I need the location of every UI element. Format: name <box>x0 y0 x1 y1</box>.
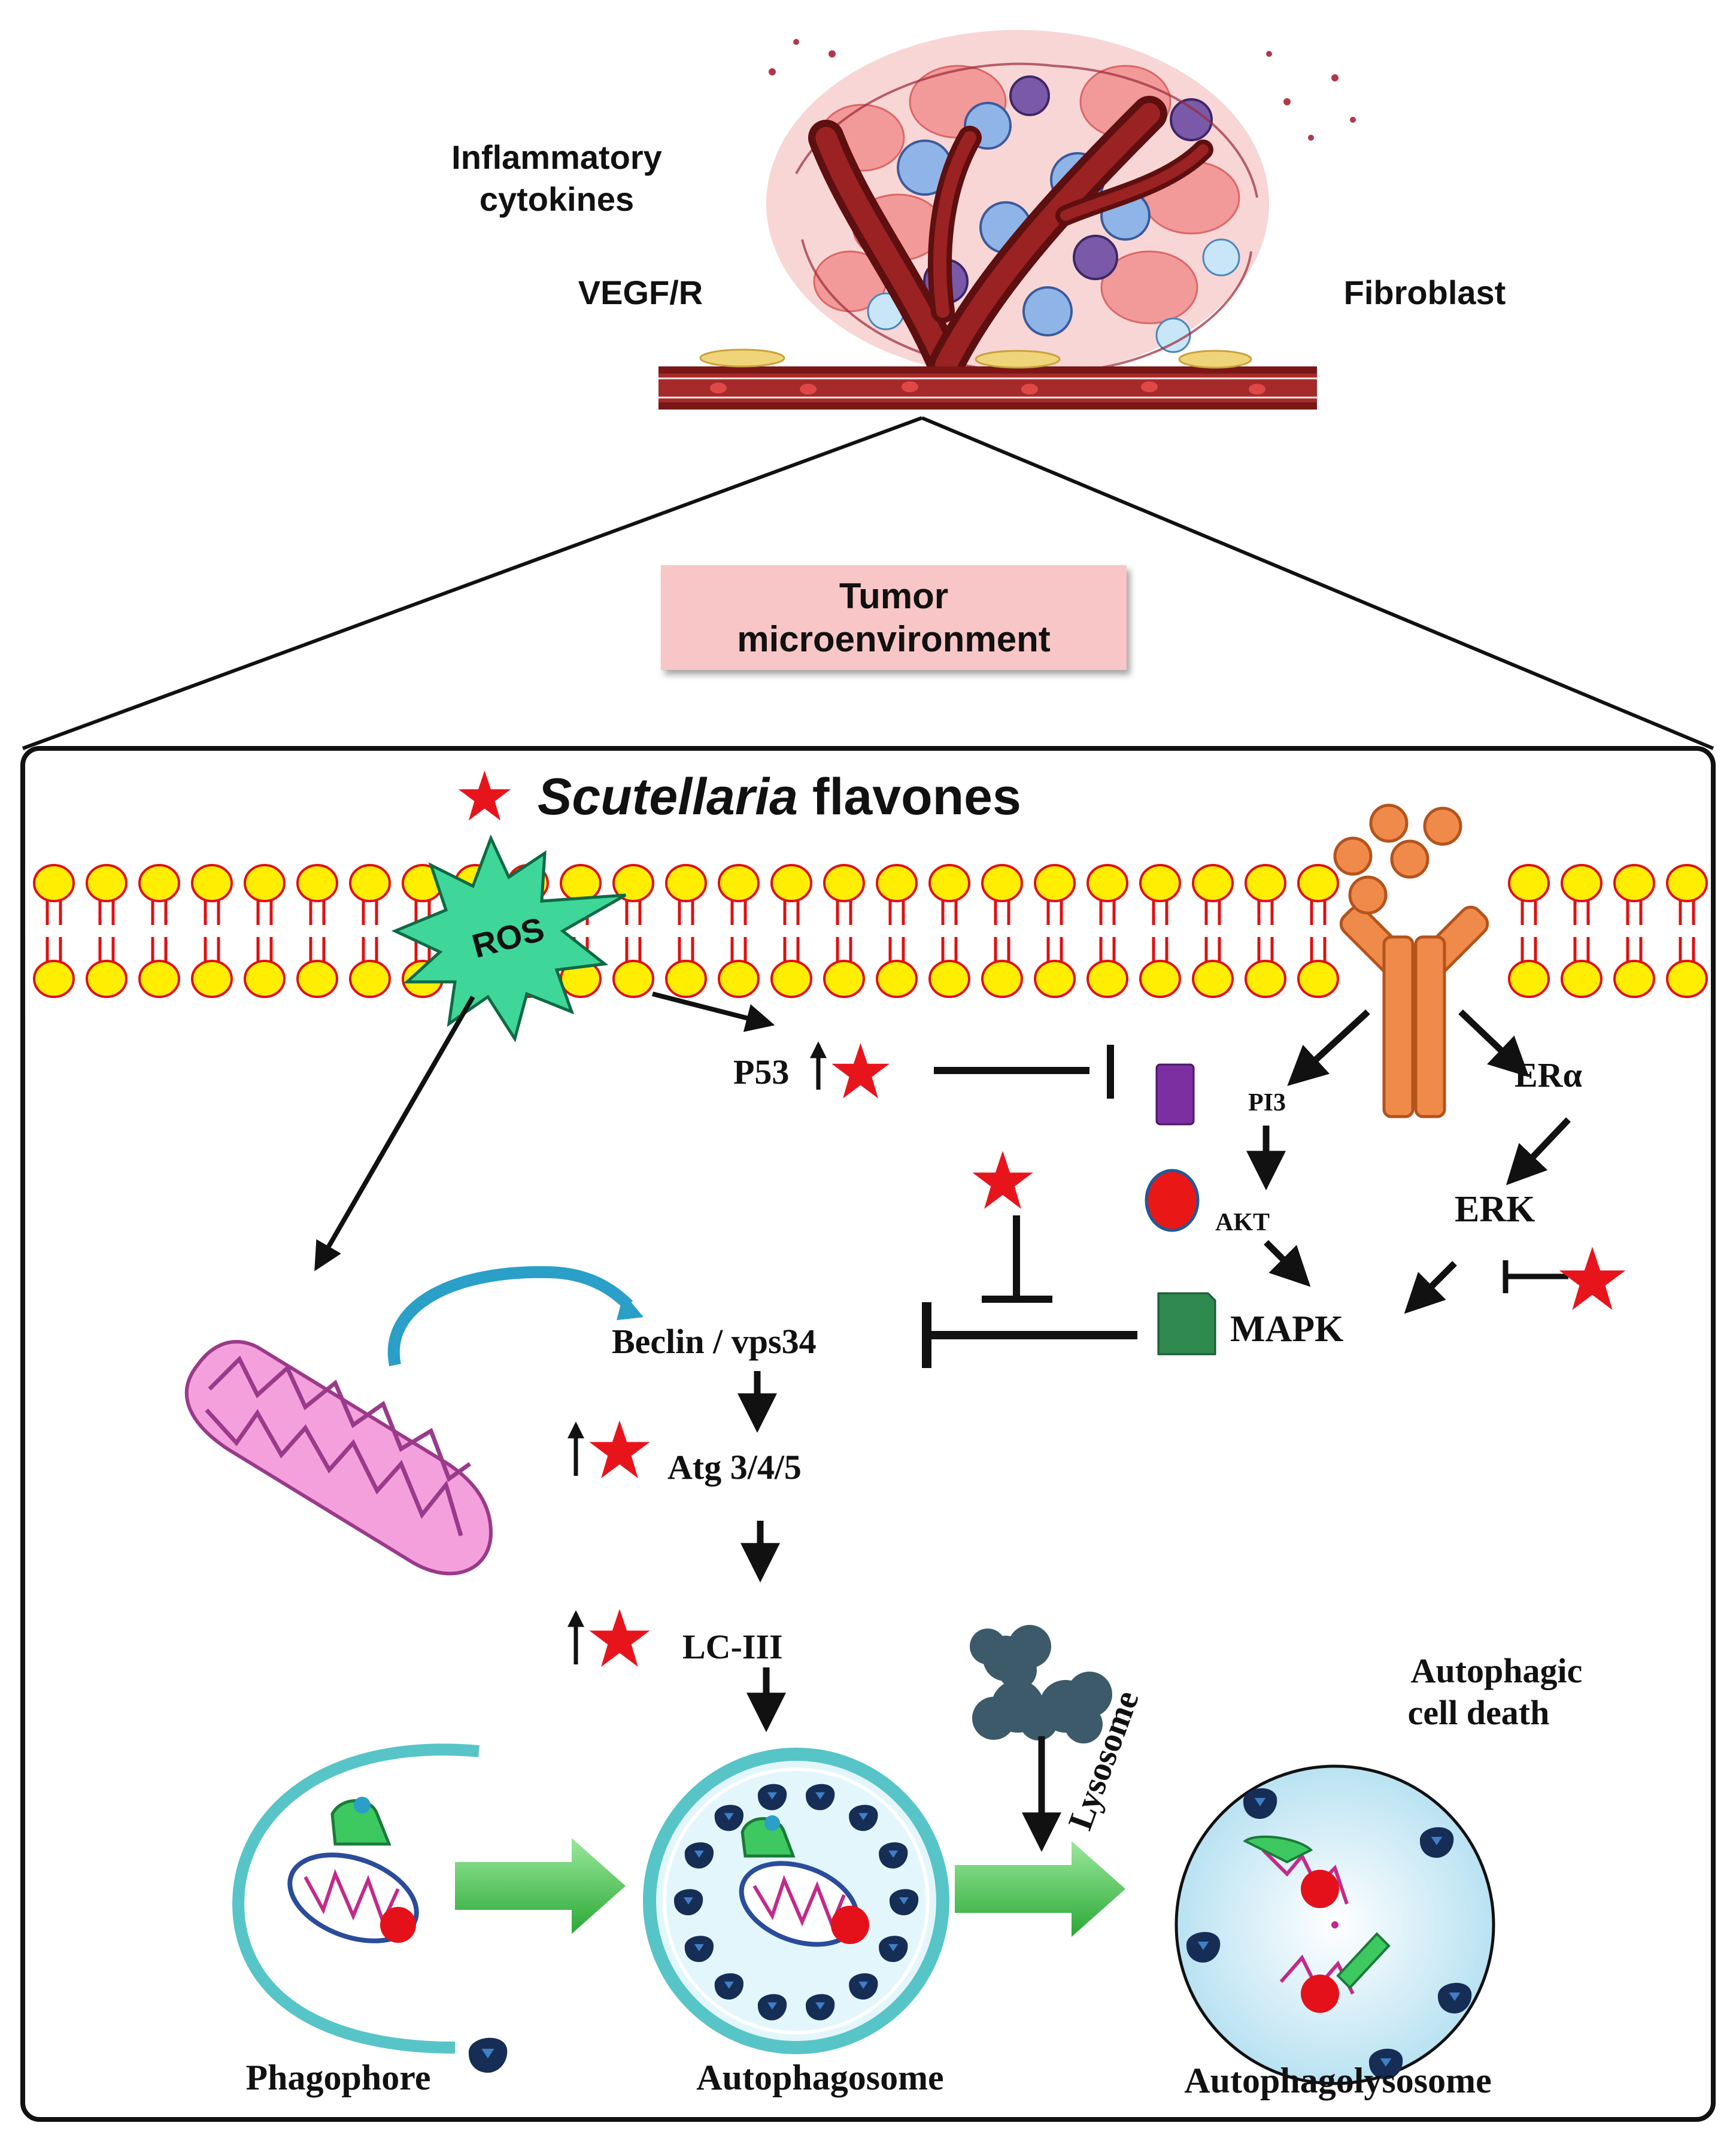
akt-red-icon <box>1145 1169 1200 1232</box>
green-arrow-2 <box>955 1841 1125 1937</box>
inflammatory-label-line1: Inflammatory <box>451 138 662 176</box>
green-arrow-1 <box>455 1838 626 1934</box>
ros-to-mito-arrow <box>314 995 475 1272</box>
mito-curved-arrowhead <box>617 1293 644 1320</box>
er-to-erk-arrow <box>1506 1117 1571 1185</box>
mapk-label: MAPK <box>1230 1309 1343 1349</box>
autophagic-label-line1: Autophagic <box>1411 1651 1583 1690</box>
lysosome-icon <box>970 1625 1112 1743</box>
akt-label: AKT <box>1215 1209 1270 1236</box>
pi3-label: PI3 <box>1248 1089 1286 1117</box>
erk-label: ERK <box>1455 1189 1535 1230</box>
ros-to-p53-arrow <box>652 991 775 1032</box>
p53-label: P53 <box>733 1053 789 1091</box>
autophagosome-icon <box>643 1748 949 2054</box>
erk-to-mapk-arrow <box>1404 1261 1457 1314</box>
lc-label: LC-III <box>682 1627 783 1666</box>
mitochondrion-icon <box>184 1340 493 1576</box>
autophagosome-label: Autophagosome <box>696 2058 943 2097</box>
phagophore-label: Phagophore <box>246 2058 431 2097</box>
beclin-label: Beclin / vps34 <box>612 1322 817 1361</box>
receptor-icon <box>1333 803 1489 1118</box>
pi3-purple-icon <box>1155 1063 1195 1126</box>
inflammatory-label-line2: cytokines <box>479 180 634 218</box>
autophagic-label-line2: cell death <box>1408 1693 1550 1732</box>
zoom-line-right <box>921 416 1714 750</box>
mito-curved-arrow <box>388 1266 633 1366</box>
mapk-green-icon <box>1157 1292 1216 1355</box>
tumor-label-line1: Tumor <box>839 575 949 616</box>
autophagolysosome-label: Autophagolysosome <box>1184 2061 1491 2100</box>
er-alpha-label: ERα <box>1515 1056 1582 1094</box>
zoom-line-left <box>22 416 923 750</box>
phagophore-icon <box>232 1743 508 2073</box>
panel-title: Scutellaria flavones <box>538 768 1021 826</box>
receptor-to-pi3-arrow <box>1287 1009 1370 1086</box>
tumor-label-line2: microenvironment <box>737 618 1051 659</box>
receptor-to-er-arrow <box>1458 1009 1529 1078</box>
ros-burst-icon <box>391 834 627 1043</box>
autophagolysosome-icon <box>1174 1764 1495 2085</box>
fibroblast-label: Fibroblast <box>1344 274 1506 311</box>
atg-label: Atg 3/4/5 <box>667 1448 802 1487</box>
akt-to-mapk-arrow <box>1264 1240 1311 1287</box>
tumor-illustration <box>658 30 1356 410</box>
vegf-label: VEGF/R <box>578 274 703 311</box>
tumor-microenvironment-box: Tumor microenvironment <box>661 565 1127 670</box>
